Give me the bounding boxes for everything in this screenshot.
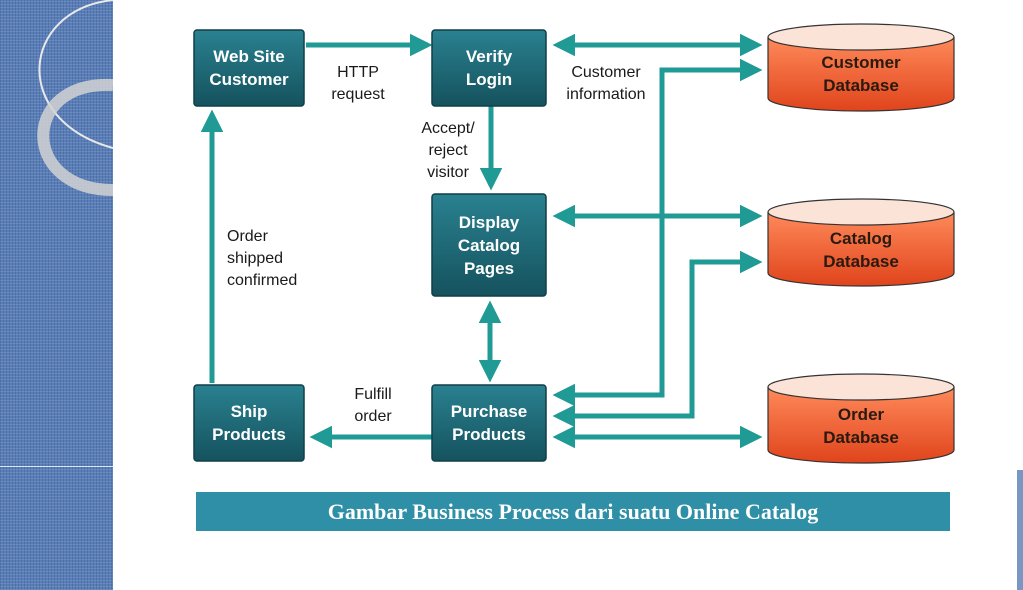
edge-label-line: HTTP [337,64,379,81]
node-label-line: Customer [209,70,289,89]
db-catalog-database: Catalog Database [767,198,955,287]
sidebar-swirl-decoration [37,0,113,196]
node-label-line: Catalog [458,236,520,255]
edge-label-line: shipped [227,250,283,267]
edge-label-line: Accept/ [421,120,475,137]
diagram-caption: Gambar Business Process dari suatu Onlin… [196,492,950,531]
node-web-site-customer: Web Site Customer [193,29,305,107]
node-purchase-products: Purchase Products [431,384,547,462]
arrows [200,33,763,449]
arrow-purchase-customer-db [552,58,763,407]
node-label-line: Products [452,425,526,444]
db-label-line: Customer [821,53,901,72]
node-label-line: Web Site [213,47,284,66]
node-label-line: Ship [231,402,268,421]
edge-label-line: request [331,86,385,103]
edge-label-http-request: HTTP request [331,64,385,103]
db-label-line: Catalog [830,229,892,248]
node-label-line: Display [459,213,520,232]
arrow-purchase-catalog-db [552,250,763,428]
node-label-line: Pages [464,259,514,278]
db-order-database: Order Database [767,373,955,464]
db-label-line: Database [823,252,899,271]
node-verify-login: Verify Login [431,29,547,107]
db-customer-database: Customer Database [767,23,955,112]
edge-label-line: confirmed [227,272,297,289]
edge-label-line: information [566,86,645,103]
edge-label-line: Customer [571,64,641,81]
edge-label-line: Order [227,228,269,245]
edge-label-line: order [354,408,392,425]
decorative-strip [1017,470,1023,590]
edge-label-line: Fulfill [354,386,391,403]
db-label-line: Database [823,428,899,447]
node-label-line: Login [466,70,512,89]
db-label-line: Order [838,405,885,424]
decorative-sidebar [0,0,113,590]
edge-label-order-shipped: Order shipped confirmed [227,228,297,289]
edge-label-line: visitor [427,164,469,181]
node-display-catalog-pages: Display Catalog Pages [431,193,547,297]
db-label-line: Database [823,76,899,95]
node-label-line: Products [212,425,286,444]
edge-label-fulfill-order: Fulfill order [354,386,392,425]
edge-label-line: reject [428,142,468,159]
node-label-line: Verify [466,47,513,66]
edge-label-accept-reject: Accept/ reject visitor [421,120,475,181]
node-label-line: Purchase [451,402,528,421]
node-ship-products: Ship Products [193,384,305,462]
sidebar-divider [0,466,113,467]
edge-label-customer-information: Customer information [566,64,645,103]
